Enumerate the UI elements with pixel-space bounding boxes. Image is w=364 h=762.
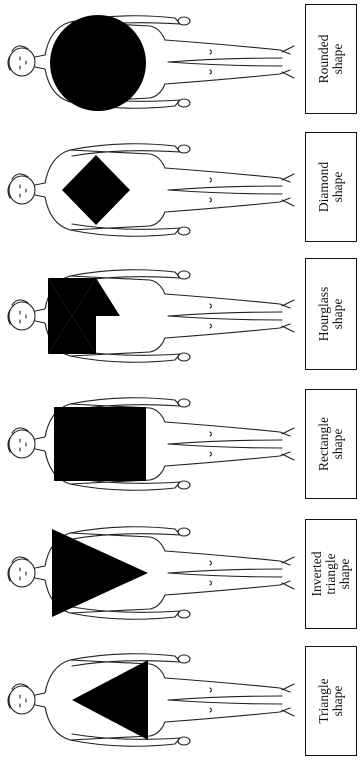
- label-diamond: Diamond shape: [305, 132, 357, 242]
- label-inverted-triangle: Inverted triangle shape: [305, 519, 357, 629]
- label-diamond-text: Diamond shape: [317, 162, 345, 212]
- human-figure-outline: [8, 398, 294, 491]
- figure-rounded: [8, 15, 294, 111]
- figure-inverted-triangle: [8, 527, 294, 620]
- shape-rectangle: [54, 407, 146, 481]
- label-rounded-text: Rounded shape: [317, 35, 345, 84]
- label-hourglass: Hourglass shape: [305, 258, 357, 370]
- shape-rounded: [50, 15, 146, 111]
- human-figure-outline: [8, 144, 294, 237]
- label-rounded: Rounded shape: [305, 4, 357, 114]
- figure-rectangle: [8, 398, 294, 491]
- human-figure-outline: [8, 654, 294, 747]
- label-inverted-triangle-text: Inverted triangle shape: [310, 552, 352, 597]
- label-triangle: Triangle shape: [305, 646, 357, 756]
- shape-triangle: [72, 660, 148, 740]
- label-triangle-text: Triangle shape: [317, 678, 345, 723]
- human-figure-outline: [8, 527, 294, 620]
- figure-triangle: [8, 654, 294, 747]
- label-rectangle-text: Rectangle shape: [317, 417, 345, 471]
- label-hourglass-text: Hourglass shape: [317, 287, 345, 342]
- figure-hourglass: [8, 270, 294, 363]
- shape-inverted-triangle: [52, 529, 148, 617]
- label-rectangle: Rectangle shape: [305, 389, 357, 499]
- shape-diamond: [62, 155, 130, 225]
- figure-diamond: [8, 144, 294, 237]
- figures-canvas: [0, 0, 300, 762]
